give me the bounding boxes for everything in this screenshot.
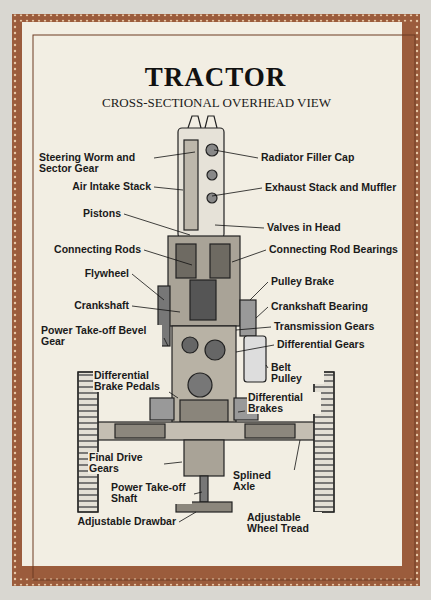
part-label: Adjustable Drawbar [76, 516, 177, 527]
poster-subtitle: CROSS-SECTIONAL OVERHEAD VIEW [0, 96, 431, 110]
part-label: Steering Worm and Sector Gear [38, 152, 152, 174]
part-label: Pistons [82, 208, 122, 219]
part-label: Crankshaft Bearing [270, 301, 369, 312]
part-label: Valves in Head [266, 222, 342, 233]
part-label: Power Take-off Shaft [110, 482, 192, 504]
part-label: Pulley Brake [270, 276, 335, 287]
part-label: Adjustable Wheel Tread [246, 512, 322, 534]
part-label: Connecting Rod Bearings [268, 244, 399, 255]
part-label: Transmission Gears [273, 321, 375, 332]
part-label: Differential Gears [276, 339, 366, 350]
part-label: Splined Axle [232, 470, 296, 492]
part-label: Exhaust Stack and Muffler [264, 182, 397, 193]
part-label: Final Drive Gears [88, 452, 162, 474]
part-label: Differential Brake Pedals [93, 370, 167, 392]
part-label: Differential Brakes [247, 392, 321, 414]
part-label: Flywheel [84, 268, 130, 279]
poster-title: TRACTOR [0, 62, 431, 93]
part-label: Radiator Filler Cap [260, 152, 355, 163]
part-label: Power Take-off Bevel Gear [40, 325, 162, 347]
part-label: Crankshaft [73, 300, 130, 311]
part-label: Air Intake Stack [71, 181, 152, 192]
part-label: Belt Pulley [270, 362, 324, 384]
part-label: Connecting Rods [53, 244, 142, 255]
